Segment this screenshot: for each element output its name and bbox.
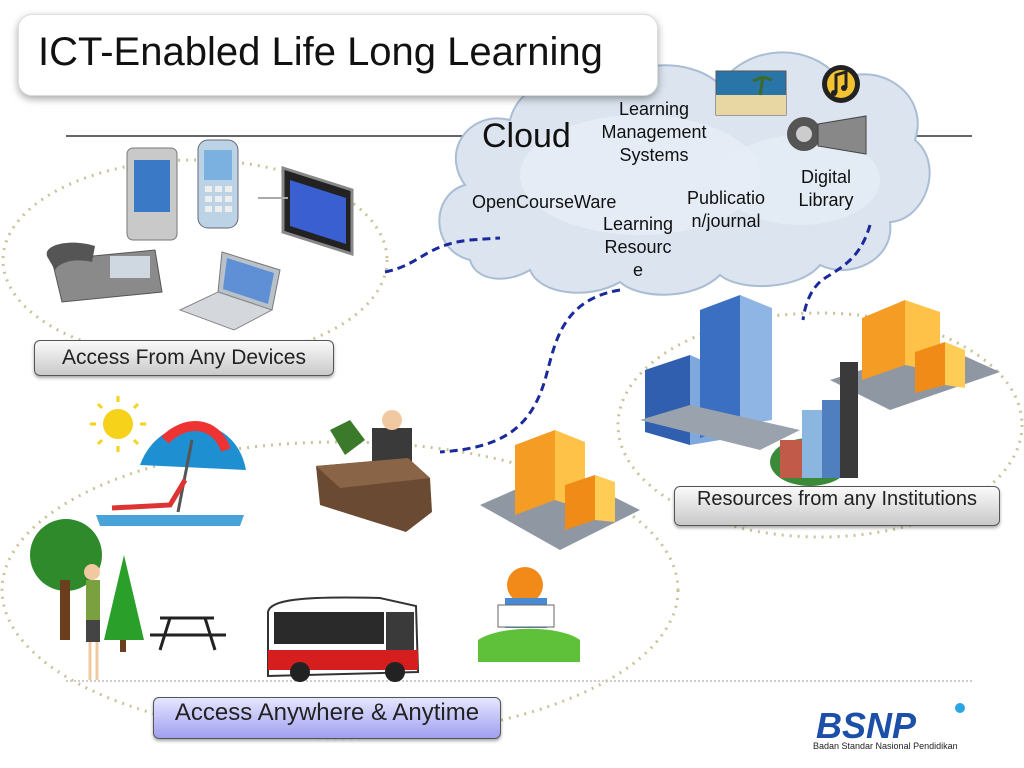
connector-devices	[384, 236, 501, 274]
trees-woman-icon	[30, 519, 144, 680]
photo-icon	[715, 70, 787, 116]
cloud-label: Cloud	[482, 117, 571, 155]
office-buildings-icon	[640, 295, 800, 450]
institutions-label: Resources from any Institutions	[674, 486, 1000, 526]
anywhere-ellipse	[0, 440, 680, 740]
page-title: ICT-Enabled Life Long Learning	[38, 30, 603, 74]
picnic-table-icon	[150, 616, 226, 651]
beach-umbrella-icon	[96, 421, 246, 526]
cloud-item-learning-resource: Learning Resourc e	[602, 214, 674, 280]
film-reel-icon	[787, 115, 867, 155]
connector-anywhere	[439, 288, 621, 454]
child-reading-icon	[478, 567, 580, 662]
cloud-item-publication: Publicatio n/journal	[686, 188, 766, 231]
city-skyline-icon	[770, 362, 858, 486]
cloud-item-lms: Learning Management Systems	[601, 99, 707, 165]
orange-buildings-center-icon	[480, 430, 640, 550]
businessman-desk-icon	[316, 410, 432, 532]
cloud-item-digital-library: Digital Library	[798, 167, 854, 210]
cloud-shape	[438, 51, 931, 296]
laptop-icon	[178, 251, 281, 331]
devices-label: Access From Any Devices	[34, 340, 334, 376]
desk-phone-icon	[46, 242, 163, 303]
bsnp-logo: BSNP	[815, 703, 965, 746]
anywhere-label: Access Anywhere & Anytime	[153, 697, 501, 739]
pda-icon	[126, 147, 178, 241]
mobile-phone-icon	[197, 139, 239, 229]
bus-icon	[267, 596, 420, 682]
cloud-item-ocw: OpenCourseWare	[472, 192, 617, 212]
svg-text:BSNP: BSNP	[816, 705, 917, 746]
logo-subtitle: Badan Standar Nasional Pendidikan	[813, 741, 958, 751]
sun-icon	[90, 396, 146, 452]
music-icon	[822, 65, 860, 103]
connector-institutions	[801, 224, 872, 321]
devices-ellipse	[1, 158, 389, 362]
connectors	[384, 224, 872, 454]
institutions-ellipse	[616, 311, 1024, 539]
orange-buildings-right-icon	[830, 300, 1000, 410]
title-box	[18, 14, 658, 96]
tablet-icon	[258, 165, 354, 257]
